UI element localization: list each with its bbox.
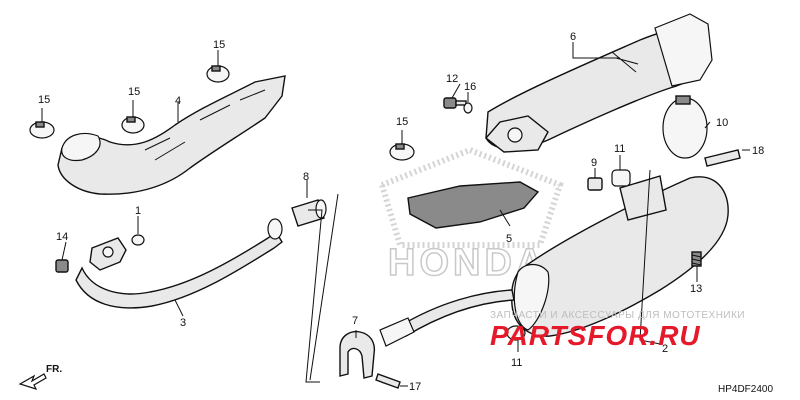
callout-12: 12 bbox=[446, 73, 458, 85]
front-direction-marker: FR. bbox=[18, 364, 62, 390]
callout-4: 4 bbox=[175, 95, 181, 107]
diagram-code: HP4DF2400 bbox=[718, 384, 773, 395]
callout-2: 2 bbox=[662, 343, 668, 355]
hex-bolt[interactable] bbox=[443, 97, 467, 109]
watermark-brand: PARTSFOR.RU bbox=[490, 320, 701, 351]
callout-15-top: 15 bbox=[213, 39, 225, 51]
callout-18: 18 bbox=[752, 145, 764, 157]
mount-rubber-top[interactable] bbox=[611, 169, 631, 187]
callout-14: 14 bbox=[56, 231, 68, 243]
callout-16: 16 bbox=[464, 81, 476, 93]
callout-6: 6 bbox=[570, 31, 576, 43]
exhaust-pipe[interactable] bbox=[75, 218, 283, 309]
muffler-heat-shield[interactable] bbox=[484, 13, 713, 153]
callout-15-right: 15 bbox=[396, 116, 408, 128]
band-clamp-top[interactable] bbox=[206, 65, 230, 83]
callout-10: 10 bbox=[716, 117, 728, 129]
flange-bolt-long[interactable] bbox=[704, 149, 741, 167]
nut[interactable] bbox=[55, 259, 69, 273]
callout-17: 17 bbox=[409, 381, 421, 393]
callout-15-mid: 15 bbox=[128, 86, 140, 98]
spring[interactable] bbox=[691, 251, 702, 267]
callout-7: 7 bbox=[352, 315, 358, 327]
front-label: FR. bbox=[46, 364, 62, 375]
site-watermark: ЗАПЧАСТИ И АКСЕССУАРЫ ДЛЯ МОТОТЕХНИКИ PA… bbox=[490, 310, 745, 351]
band-clamp-mid[interactable] bbox=[121, 116, 145, 134]
collar[interactable] bbox=[587, 177, 603, 191]
band-clamp-right[interactable] bbox=[389, 143, 415, 161]
gasket[interactable] bbox=[131, 234, 145, 246]
callout-15-left: 15 bbox=[38, 94, 50, 106]
callout-3: 3 bbox=[180, 317, 186, 329]
callout-9: 9 bbox=[591, 157, 597, 169]
callout-8: 8 bbox=[303, 171, 309, 183]
callout-11-top: 11 bbox=[614, 143, 625, 155]
callout-5: 5 bbox=[506, 233, 512, 245]
mount-rubber-bottom[interactable] bbox=[506, 325, 526, 341]
watermark-tagline: ЗАПЧАСТИ И АКСЕССУАРЫ ДЛЯ МОТОТЕХНИКИ bbox=[490, 310, 745, 321]
shield-band[interactable] bbox=[662, 95, 708, 159]
callout-labels: 15 15 15 15 4 1 14 3 8 7 17 6 12 16 10 1… bbox=[38, 31, 764, 393]
muffler[interactable] bbox=[379, 175, 729, 347]
callout-11-bottom: 11 bbox=[511, 357, 522, 369]
leader-lines bbox=[41, 42, 750, 387]
front-arrow-icon bbox=[18, 373, 47, 390]
pipe-clamp[interactable] bbox=[339, 330, 376, 379]
lower-heat-shield[interactable] bbox=[407, 181, 540, 229]
band-clamp-left[interactable] bbox=[29, 121, 55, 139]
washer[interactable] bbox=[463, 102, 473, 114]
callout-13: 13 bbox=[690, 283, 702, 295]
callout-1: 1 bbox=[135, 205, 141, 217]
joint-gasket[interactable] bbox=[291, 199, 327, 227]
pipe-protector[interactable] bbox=[57, 75, 286, 195]
flange-bolt-short[interactable] bbox=[375, 373, 401, 389]
